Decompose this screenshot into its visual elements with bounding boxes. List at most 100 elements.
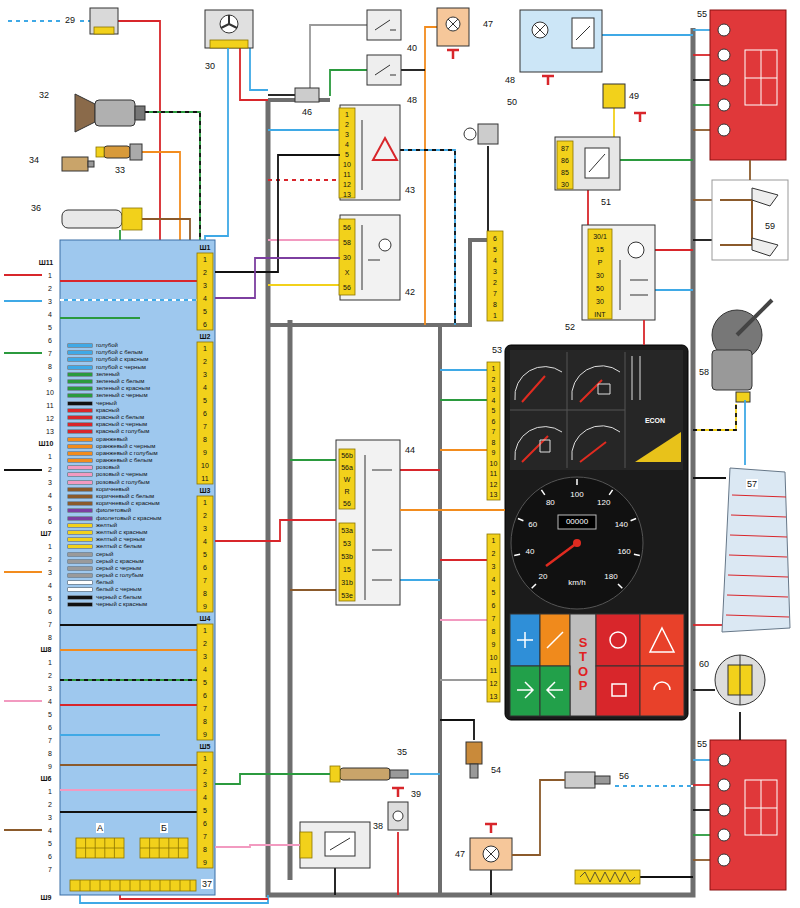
pin-number: 3 <box>203 781 207 788</box>
pin-number: 7 <box>203 833 207 840</box>
pin-number: 8 <box>493 301 497 308</box>
pin-number: 12 <box>490 480 498 487</box>
legend-swatch <box>68 466 92 469</box>
ground-symbol <box>634 113 646 122</box>
pin-number: 7 <box>48 866 52 873</box>
legend-row: голубой с красным <box>68 356 194 363</box>
callout-number: 50 <box>506 97 518 107</box>
block-wire <box>60 280 197 282</box>
component-drawing <box>478 124 498 144</box>
connector-pad <box>487 534 500 702</box>
callout-number: 48 <box>504 75 516 85</box>
wire <box>145 112 200 240</box>
block-wire <box>60 317 140 319</box>
component-drawing <box>718 779 730 791</box>
pin-number: 5 <box>48 505 52 512</box>
pin-number: 13 <box>46 428 54 435</box>
wire <box>693 199 712 201</box>
wire <box>693 477 726 479</box>
ground-symbol <box>485 824 497 833</box>
wire <box>400 150 455 325</box>
pin-number: 9 <box>203 859 207 866</box>
component-drawing <box>582 225 655 320</box>
wire <box>400 150 455 325</box>
legend-row: голубой с белым <box>68 349 194 356</box>
pin-number: 56b <box>341 452 353 459</box>
pin-number: P <box>598 259 603 266</box>
wire <box>288 320 293 880</box>
block-wire <box>60 299 197 301</box>
pin-number: 5 <box>345 151 349 158</box>
component-drawing <box>596 666 640 716</box>
switch-sensor: 56 <box>565 772 611 788</box>
connector-name: Ш2 <box>200 333 211 340</box>
fan-motor: 30 <box>205 10 253 48</box>
pin-number: 15 <box>343 566 351 573</box>
pin-number: 7 <box>48 350 52 357</box>
pin-number: 5 <box>492 407 496 414</box>
connector-pad <box>76 838 124 858</box>
block-connector: Б <box>140 838 188 858</box>
color-legend: голубойголубой с белымголубой с краснымг… <box>68 342 194 608</box>
pin-number: 4 <box>493 257 497 264</box>
wire <box>268 94 295 96</box>
component-drawing <box>130 144 142 160</box>
connector-name: Ш5 <box>200 743 211 750</box>
component-drawing <box>570 614 596 716</box>
legend-text: розовый с голубым <box>96 479 150 486</box>
legend-swatch <box>68 402 92 405</box>
legend-swatch <box>68 509 92 512</box>
legend-text: серый с красным <box>96 558 144 565</box>
component-drawing <box>603 84 625 108</box>
component-drawing <box>510 666 540 716</box>
component-drawing <box>60 240 215 895</box>
legend-swatch <box>68 430 92 433</box>
pin-number: 4 <box>48 492 52 499</box>
pin-number: 31b <box>341 579 353 586</box>
pin-number: 12 <box>46 415 54 422</box>
pin-number: 6 <box>48 608 52 615</box>
component-drawing <box>558 515 596 529</box>
component-drawing <box>330 838 350 850</box>
component-drawing <box>718 829 730 841</box>
wiper-motor: 58 <box>698 290 780 400</box>
pin-number: 9 <box>492 641 496 648</box>
pin-number: 2 <box>492 375 496 382</box>
pin-number: 2 <box>48 672 52 679</box>
component-drawing <box>470 838 512 870</box>
wire <box>268 129 340 131</box>
component-drawing <box>546 543 577 566</box>
component-drawing <box>470 764 478 778</box>
pin-number: 3 <box>48 569 52 576</box>
component-drawing <box>104 146 130 158</box>
legend-text: оранжевый <box>96 436 128 443</box>
component-drawing <box>532 22 548 38</box>
wire <box>620 159 693 161</box>
ground-symbol <box>542 76 554 85</box>
legend-swatch <box>68 588 92 591</box>
pin-number: 85 <box>561 169 569 176</box>
gauge-label: ECON <box>645 417 665 424</box>
component-drawing <box>572 18 594 48</box>
wire-connector <box>205 48 228 240</box>
rear-light: 55 <box>710 10 786 160</box>
legend-row: розовый <box>68 464 194 471</box>
pin-number: 4 <box>48 311 52 318</box>
pin-number: 3 <box>203 371 207 378</box>
wire <box>334 868 336 895</box>
wire <box>400 469 440 471</box>
wire <box>330 70 367 96</box>
pin-number: 7 <box>48 621 52 628</box>
lamp: 47 <box>470 838 512 870</box>
pin-number: 50 <box>596 285 604 292</box>
wire <box>397 832 399 895</box>
wire <box>4 300 42 302</box>
component-drawing <box>745 50 777 105</box>
connector-pad <box>122 208 142 230</box>
component-drawing <box>555 137 620 190</box>
legend-text: черный с красным <box>96 601 147 608</box>
pin-number: 11 <box>490 470 497 477</box>
component-drawing <box>517 628 674 698</box>
pin-number: 4 <box>203 794 207 801</box>
pin-number: 7 <box>493 290 497 297</box>
